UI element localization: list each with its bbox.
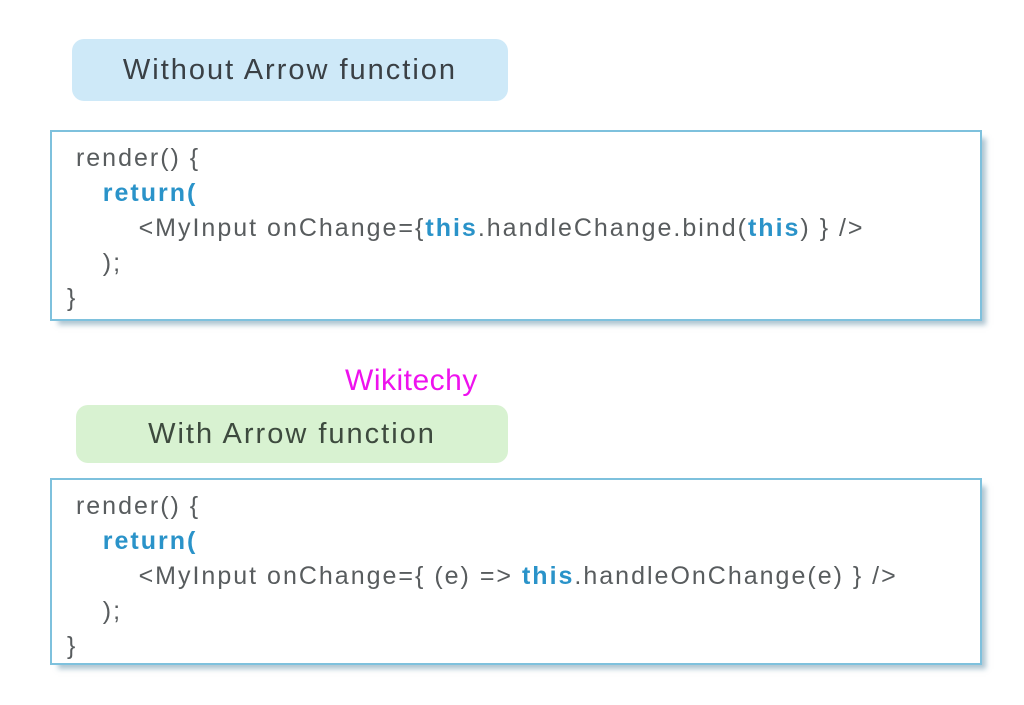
code-line: } bbox=[67, 629, 970, 664]
header-with-arrow-function: With Arrow function bbox=[76, 405, 508, 463]
code-text: render() { bbox=[67, 144, 201, 172]
header-with-arrow-label: With Arrow function bbox=[148, 417, 436, 450]
code-keyword: this bbox=[747, 214, 801, 242]
code-text: ) } /> bbox=[800, 214, 865, 242]
code-block-without-arrow: render() { return( <MyInput onChange={th… bbox=[50, 130, 982, 321]
code-text bbox=[67, 179, 103, 207]
code-text: } bbox=[67, 284, 78, 312]
code-line: ); bbox=[67, 594, 970, 629]
header-without-arrow-function: Without Arrow function bbox=[72, 39, 508, 101]
code-line: ); bbox=[67, 246, 970, 281]
code-text: .handleChange.bind( bbox=[477, 214, 748, 242]
header-without-arrow-label: Without Arrow function bbox=[122, 53, 458, 86]
code-keyword: this bbox=[425, 214, 478, 242]
code-text: .handleOnChange(e) } /> bbox=[574, 562, 898, 590]
code-text: <MyInput onChange={ (e) => bbox=[67, 562, 522, 590]
code-keyword: return( bbox=[102, 179, 198, 207]
code-block-with-arrow: render() { return( <MyInput onChange={ (… bbox=[50, 478, 982, 665]
watermark-wikitechy: Wikitechy bbox=[345, 364, 478, 397]
code-text: <MyInput onChange={ bbox=[67, 214, 426, 242]
code-line: render() { bbox=[67, 489, 970, 524]
code-line: return( bbox=[67, 176, 970, 211]
code-text bbox=[67, 527, 103, 555]
code-line: <MyInput onChange={this.handleChange.bin… bbox=[67, 211, 970, 246]
code-keyword: this bbox=[521, 562, 575, 590]
code-keyword: return( bbox=[102, 527, 198, 555]
code-text: render() { bbox=[67, 492, 201, 520]
code-line: <MyInput onChange={ (e) => this.handleOn… bbox=[67, 559, 970, 594]
code-line: render() { bbox=[67, 141, 970, 176]
code-line: return( bbox=[67, 524, 970, 559]
code-text: ); bbox=[67, 597, 123, 625]
code-text: ); bbox=[67, 249, 123, 277]
code-line: } bbox=[67, 281, 970, 316]
code-text: } bbox=[67, 632, 78, 660]
